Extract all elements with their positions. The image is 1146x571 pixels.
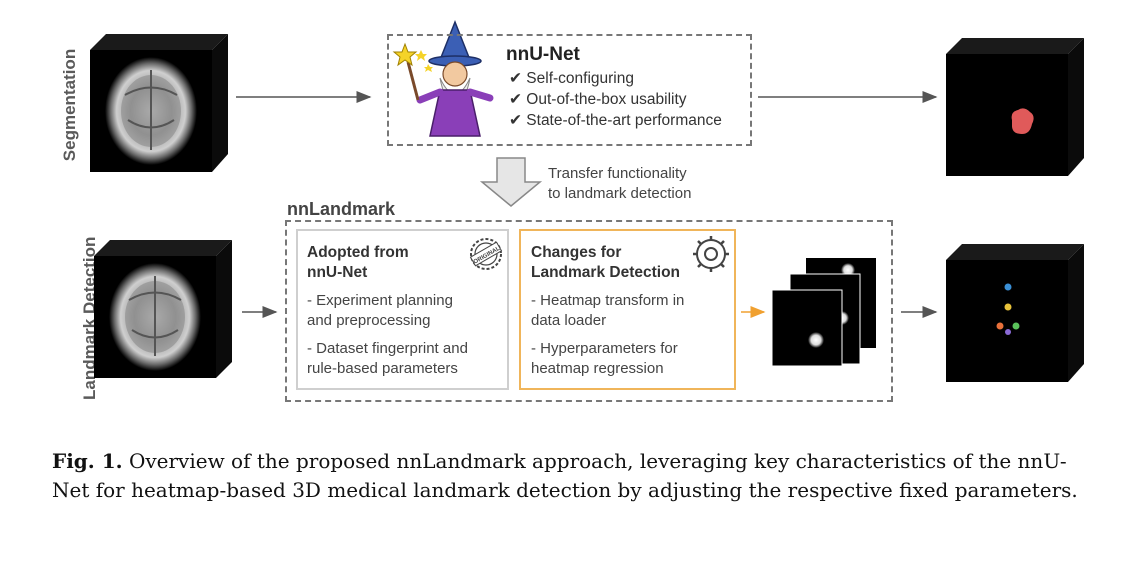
changes-item: - Hyperparameters for heatmap regression [531, 339, 678, 379]
nnunet-feature: ✔ State-of-the-art performance [509, 112, 722, 129]
changes-title-line: Landmark Detection [531, 264, 681, 281]
nnlandmark-title: nnLandmark [287, 199, 396, 219]
adopted-item-line: and preprocessing [307, 312, 431, 329]
nnlandmark-box [285, 220, 893, 402]
nnunet-feature: ✔ Self-configuring [509, 70, 634, 87]
changes-item-line: data loader [531, 312, 607, 329]
caption-text: Overview of the proposed nnLandmark appr… [52, 449, 1078, 502]
changes-title-line: Changes for [531, 244, 622, 261]
heatmap-stack [771, 258, 876, 367]
adopted-title-line: Adopted from [307, 244, 409, 261]
landmark-dot [1012, 322, 1020, 330]
segmentation-blob [1011, 108, 1034, 134]
adopted-item: - Experiment planning and preprocessing [307, 291, 453, 331]
changes-item-line: - Heatmap transform in [531, 292, 685, 309]
nnunet-box [387, 34, 752, 146]
transfer-line: to landmark detection [548, 185, 692, 202]
segmentation-input-volume [90, 34, 228, 172]
nnunet-title: nnU-Net [506, 44, 580, 65]
landmark-dot [1004, 283, 1012, 291]
gear-icon [693, 236, 729, 272]
adopted-title-line: nnU-Net [307, 264, 368, 281]
diagram-graphics: ORIGINAL [90, 19, 1084, 382]
original-badge-icon [469, 238, 503, 270]
transfer-line: Transfer functionality [548, 165, 687, 182]
caption-label: Fig. 1. [52, 449, 123, 473]
landmark-dot [996, 322, 1004, 330]
changes-title: Changes for Landmark Detection [531, 243, 680, 283]
figure-caption: Fig. 1. Overview of the proposed nnLandm… [52, 447, 1102, 505]
changes-item: - Heatmap transform in data loader [531, 291, 684, 331]
nnunet-feature: ✔ Out-of-the-box usability [509, 91, 687, 108]
segmentation-output-volume [946, 38, 1084, 176]
adopted-item-line: - Dataset fingerprint and [307, 340, 468, 357]
changes-item-line: - Hyperparameters for [531, 340, 678, 357]
changes-card [519, 229, 736, 390]
changes-item-line: heatmap regression [531, 360, 664, 377]
adopted-item-line: - Experiment planning [307, 292, 453, 309]
adopted-item-line: rule-based parameters [307, 360, 458, 377]
wizard-icon [392, 19, 494, 137]
landmark-output-volume [946, 244, 1084, 382]
landmark-dot [1004, 303, 1012, 311]
adopted-title: Adopted from nnU-Net [307, 243, 409, 283]
transfer-down-arrow [479, 157, 543, 207]
landmark-input-volume [94, 240, 232, 378]
transfer-text: Transfer functionality to landmark detec… [548, 164, 691, 204]
adopted-card [296, 229, 509, 390]
adopted-item: - Dataset fingerprint and rule-based par… [307, 339, 468, 379]
landmark-dot [1005, 329, 1011, 335]
